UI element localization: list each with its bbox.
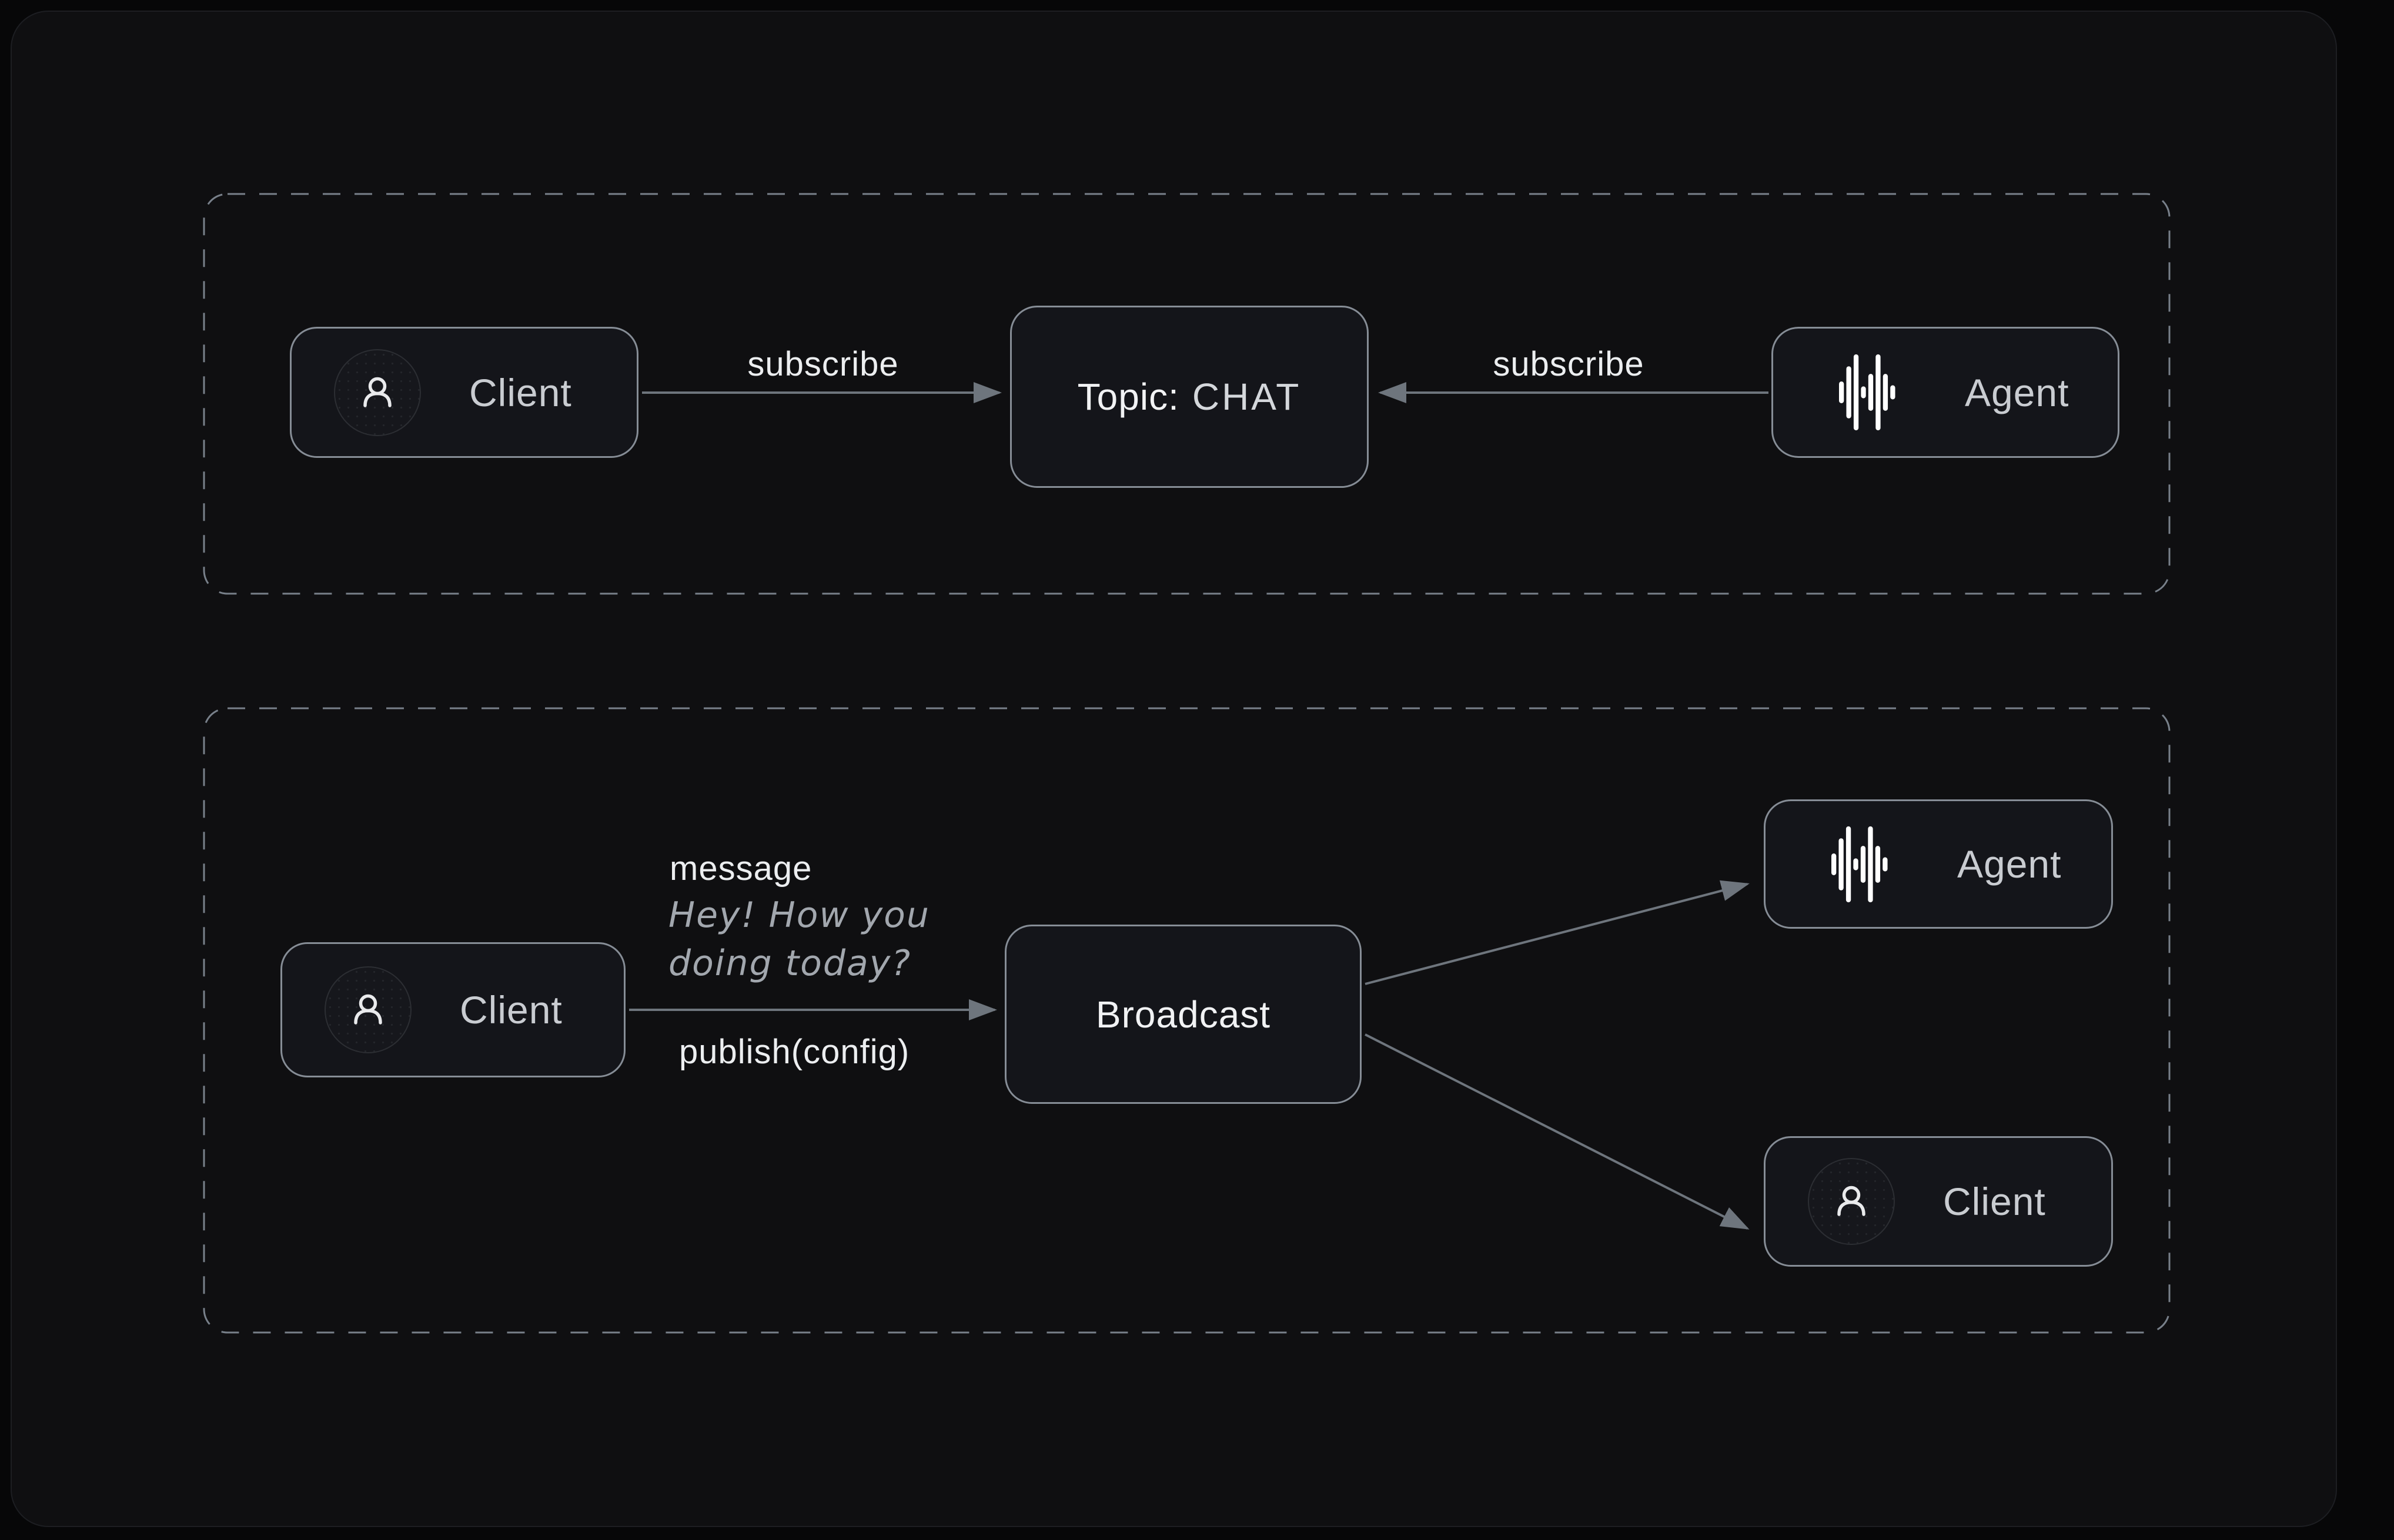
subscribe-label-right: subscribe (1493, 345, 1644, 383)
broadcast-node-label: Broadcast (1095, 993, 1271, 1036)
waveform-icon (1839, 354, 1895, 431)
handwritten-message-line2: doing today? (668, 943, 912, 984)
waveform-icon (1831, 826, 1888, 902)
avatar (1808, 1158, 1895, 1245)
subscribe-panel-border (203, 193, 2171, 595)
broadcast-node[interactable]: Broadcast (1005, 925, 1362, 1104)
subscriber-agent-node[interactable]: Agent (1771, 327, 2119, 458)
diagram-canvas (11, 11, 2337, 1527)
avatar (334, 349, 421, 436)
broadcast-panel-border (203, 707, 2171, 1334)
publisher-client-node[interactable]: Client (280, 942, 626, 1077)
agent-node-label: Agent (1965, 370, 2069, 414)
person-icon (363, 377, 392, 407)
client-node-label: Client (469, 370, 572, 414)
receiver-agent-node[interactable]: Agent (1764, 799, 2113, 929)
handwritten-message-text: Hey! How you doing today? (668, 891, 930, 987)
subscribe-label-left: subscribe (747, 345, 899, 383)
topic-node-label: Topic: CHAT (1078, 375, 1302, 419)
client-node-label: Client (1943, 1180, 2046, 1223)
publish-config-label: publish(config) (679, 1033, 910, 1071)
person-icon (1837, 1186, 1865, 1216)
avatar (325, 966, 412, 1053)
receiver-client-node[interactable]: Client (1764, 1136, 2113, 1267)
broadcast-arrow-to-agent[interactable] (1365, 880, 1750, 985)
broadcast-arrow-to-client[interactable] (1365, 1033, 1750, 1230)
client-node-label: Client (460, 988, 563, 1032)
handwritten-message-line1: Hey! How you (668, 895, 930, 936)
message-label: message (670, 849, 813, 888)
topic-label-prefix: Topic: (1077, 376, 1179, 418)
topic-chat-node[interactable]: Topic: CHAT (1010, 306, 1369, 488)
subscriber-client-node[interactable]: Client (290, 327, 638, 458)
person-icon (354, 994, 382, 1025)
agent-node-label: Agent (1957, 842, 2062, 886)
topic-label-value: CHAT (1192, 376, 1302, 418)
